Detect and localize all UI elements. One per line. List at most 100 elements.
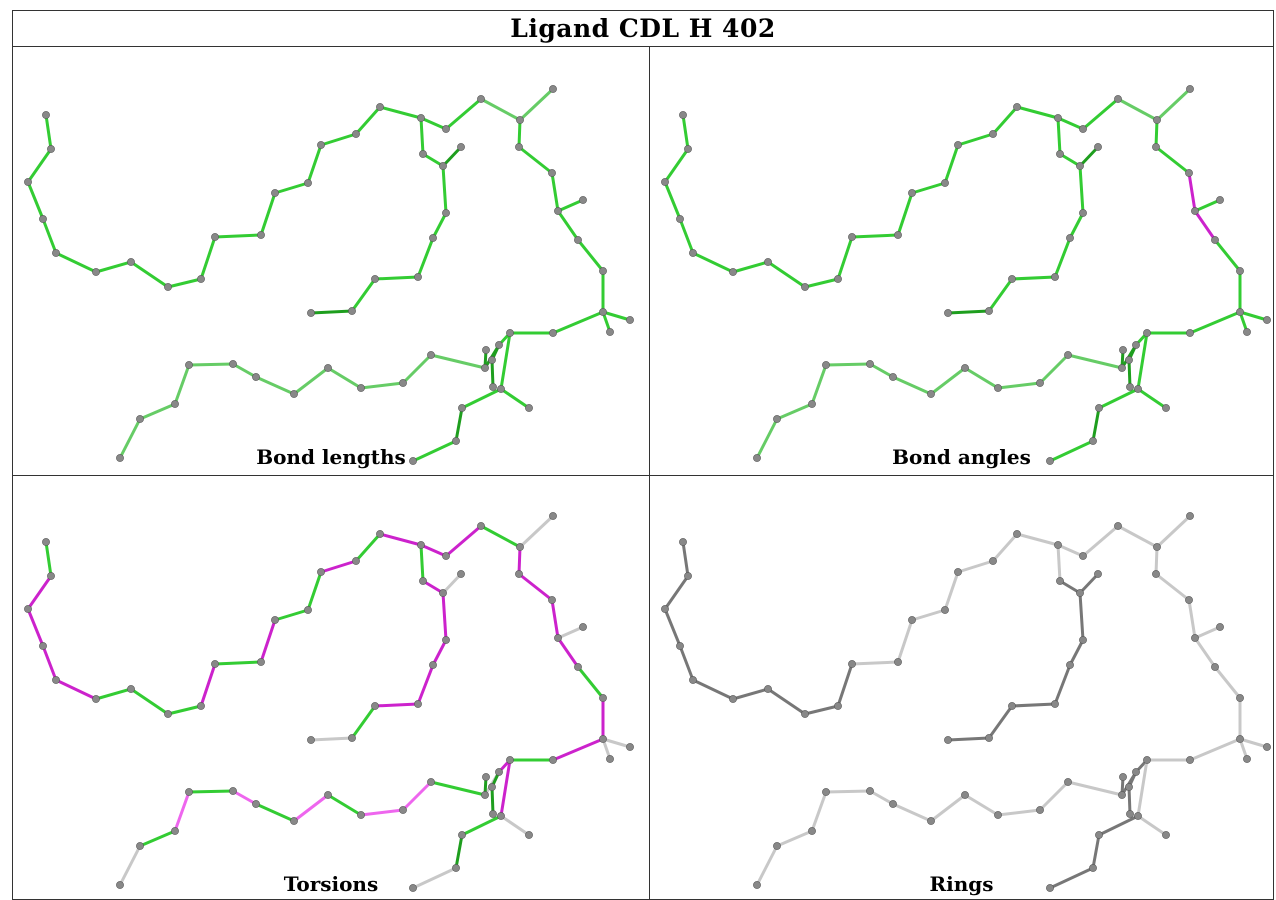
- atom: [136, 842, 144, 850]
- bond: [1010, 275, 1057, 281]
- bond: [1081, 97, 1120, 131]
- bond: [431, 638, 448, 667]
- atom: [427, 778, 435, 786]
- atom: [1162, 831, 1170, 839]
- bond: [118, 844, 142, 887]
- bond: [1188, 737, 1242, 762]
- bond: [319, 132, 358, 147]
- atom: [1134, 812, 1142, 820]
- bond: [411, 439, 458, 463]
- atom: [1236, 694, 1244, 702]
- atom: [442, 552, 450, 560]
- atom: [497, 385, 505, 393]
- bond: [1193, 209, 1217, 242]
- atom: [944, 309, 952, 317]
- bond: [1154, 118, 1159, 149]
- atom: [1132, 768, 1140, 776]
- atom: [489, 810, 497, 818]
- atom: [753, 881, 761, 889]
- bond: [499, 814, 531, 837]
- atom: [488, 356, 496, 364]
- bond: [173, 363, 191, 406]
- atom: [457, 143, 465, 151]
- atom: [1119, 346, 1127, 354]
- bond: [454, 833, 464, 870]
- atom: [599, 694, 607, 702]
- bond: [401, 780, 433, 812]
- atom: [352, 557, 360, 565]
- bond: [273, 181, 310, 195]
- atom: [1191, 207, 1199, 215]
- atom: [1046, 457, 1054, 465]
- bond: [850, 233, 900, 239]
- bond: [166, 277, 203, 289]
- bond: [576, 665, 605, 700]
- atom: [549, 512, 557, 520]
- atom: [348, 307, 356, 315]
- bond: [499, 331, 512, 391]
- bond: [681, 113, 690, 151]
- atom: [1054, 114, 1062, 122]
- bond: [1187, 598, 1197, 640]
- atom: [211, 233, 219, 241]
- atom: [606, 755, 614, 763]
- bond: [1238, 310, 1269, 322]
- atom: [753, 454, 761, 462]
- bond: [956, 132, 995, 147]
- atom: [304, 179, 312, 187]
- atom: [516, 543, 524, 551]
- bond: [94, 687, 133, 701]
- bond: [681, 540, 690, 578]
- bond: [1038, 780, 1070, 812]
- atom: [116, 881, 124, 889]
- atom: [689, 249, 697, 257]
- atom: [414, 700, 422, 708]
- atom: [1186, 85, 1194, 93]
- bond: [319, 559, 358, 574]
- atom: [185, 361, 193, 369]
- bond: [1097, 387, 1140, 410]
- atom: [457, 570, 465, 578]
- bond: [292, 366, 330, 396]
- bond: [419, 543, 425, 583]
- bond: [419, 116, 425, 156]
- atom: [679, 111, 687, 119]
- bond: [663, 607, 682, 648]
- bond: [963, 793, 1000, 817]
- atom: [197, 275, 205, 283]
- atom: [171, 827, 179, 835]
- atom: [1191, 634, 1199, 642]
- bond: [731, 687, 770, 701]
- atom: [941, 606, 949, 614]
- atom: [525, 831, 533, 839]
- figure-frame: Ligand CDL H 402 Bond lengths Bond angle…: [12, 10, 1274, 900]
- bond: [444, 524, 483, 558]
- atom: [1013, 103, 1021, 111]
- bond: [354, 105, 382, 136]
- bond: [94, 260, 133, 274]
- atom: [1132, 341, 1140, 349]
- bond: [1213, 238, 1242, 273]
- bond: [187, 789, 235, 794]
- atom: [1008, 702, 1016, 710]
- atom: [989, 557, 997, 565]
- caption-torsions: Torsions: [283, 872, 379, 896]
- atom: [764, 258, 772, 266]
- bond: [213, 660, 263, 666]
- atom: [549, 756, 557, 764]
- atom: [24, 605, 32, 613]
- bond: [1154, 545, 1159, 576]
- atom: [324, 791, 332, 799]
- bond: [231, 789, 258, 806]
- bond: [1056, 543, 1085, 558]
- atom: [1079, 125, 1087, 133]
- bond: [1213, 665, 1242, 700]
- bond: [1136, 387, 1168, 410]
- bond: [518, 87, 555, 122]
- bond: [460, 387, 503, 410]
- atom: [42, 538, 50, 546]
- atom: [376, 530, 384, 538]
- bond: [138, 829, 177, 848]
- bond: [963, 366, 1000, 390]
- bond: [1155, 514, 1192, 549]
